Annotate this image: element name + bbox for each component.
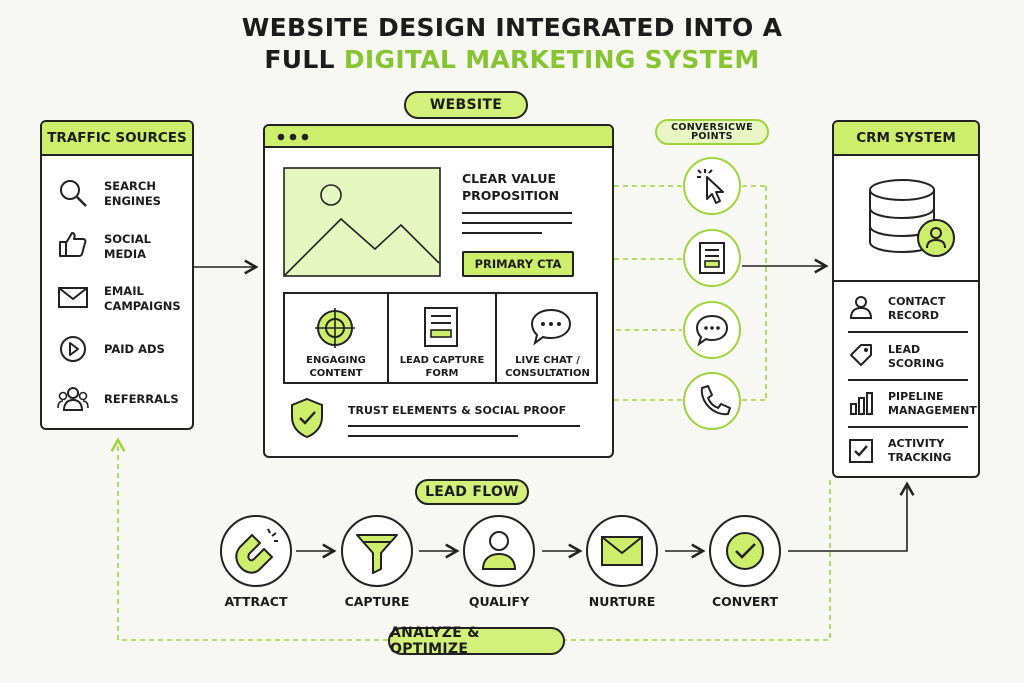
title-plain: FULL: [264, 45, 344, 74]
page-title-line1: WEBSITE DESIGN INTEGRATED INTO A: [241, 13, 783, 42]
source-label-search: SEARCH ENGINES: [104, 179, 161, 208]
stage-label-convert: CONVERT: [711, 594, 779, 609]
check-circle-icon: [726, 532, 764, 570]
traffic-sources-panel: TRAFFIC SOURCES SEARCH ENGINES SOCIAL ME…: [40, 120, 194, 430]
phone-icon: [700, 385, 731, 416]
value-proposition: CLEAR VALUE PROPOSITION: [462, 171, 560, 203]
title-accent: DIGITAL MARKETING SYSTEM: [343, 45, 760, 74]
cursor-click-icon: [697, 169, 724, 204]
shield-icon: [291, 397, 323, 439]
website-panel: CLEAR VALUE PROPOSITION PRIMARY CTA ENGA…: [263, 124, 614, 458]
crm-system-panel: CRM SYSTEM CONTACT RECORD LEAD SCORING P…: [832, 120, 980, 478]
source-item-email[interactable]: [56, 280, 90, 314]
envelope-icon: [58, 287, 88, 308]
crm-label-contact: CONTACT RECORD: [888, 295, 946, 322]
envelope-icon: [601, 536, 643, 566]
feature-label-content: ENGAGING CONTENT: [306, 355, 366, 379]
conversion-points-heading: CONVERSICWE POINTS: [655, 119, 769, 145]
database-icon: [869, 179, 955, 257]
play-icon: [60, 336, 86, 362]
tag-icon: [850, 344, 872, 366]
lead-flow-heading: LEAD FLOW: [415, 479, 529, 505]
people-icon: [57, 387, 89, 411]
person-icon: [849, 296, 873, 319]
source-label-social: SOCIAL MEDIA: [104, 232, 152, 261]
stage-capture[interactable]: [341, 515, 413, 587]
stage-label-qualify: QUALIFY: [468, 594, 530, 609]
stage-attract[interactable]: [220, 515, 292, 587]
crm-system-heading: CRM SYSTEM: [834, 122, 978, 156]
website-heading: WEBSITE: [404, 91, 528, 119]
source-label-referrals: REFERRALS: [104, 392, 179, 406]
dashed-analyze-loop: [110, 437, 831, 641]
primary-cta-button[interactable]: PRIMARY CTA: [462, 251, 574, 277]
thumbs-up-icon: [59, 232, 87, 257]
text-line: [462, 212, 572, 214]
source-item-search[interactable]: [56, 176, 90, 210]
text-line: [348, 435, 518, 437]
crm-label-scoring: LEAD SCORING: [888, 343, 945, 370]
analyze-optimize-label: ANALYZE & OPTIMIZE: [388, 625, 565, 657]
person-icon: [481, 531, 517, 570]
source-item-social[interactable]: [56, 227, 90, 261]
stage-qualify[interactable]: [463, 515, 535, 587]
image-placeholder-icon: [283, 167, 441, 277]
dashed-website-to-conversion: [598, 185, 767, 401]
target-icon: [315, 308, 355, 348]
bar-chart-icon: [850, 392, 873, 415]
text-line: [462, 232, 542, 234]
form-icon: [699, 242, 725, 274]
window-dots-icon: [277, 133, 309, 141]
source-label-email: EMAIL CAMPAIGNS: [104, 284, 181, 313]
stage-label-attract: ATTRACT: [224, 594, 288, 609]
source-label-paid-ads: PAID ADS: [104, 342, 165, 356]
crm-label-activity: ACTIVITY TRACKING: [888, 437, 952, 464]
features-row: ENGAGING CONTENT LEAD CAPTURE FORM LIVE …: [283, 292, 598, 384]
magnet-icon: [235, 528, 278, 574]
funnel-icon: [356, 534, 398, 574]
stage-nurture[interactable]: [586, 515, 658, 587]
conversion-chat[interactable]: [683, 301, 741, 359]
source-item-paid-ads[interactable]: [56, 332, 90, 366]
crm-label-pipeline: PIPELINE MANAGEMENT: [888, 390, 977, 417]
conversion-click[interactable]: [683, 157, 741, 215]
chat-icon: [530, 308, 572, 346]
stage-label-capture: CAPTURE: [344, 594, 410, 609]
browser-titlebar: [265, 126, 612, 148]
traffic-sources-heading: TRAFFIC SOURCES: [42, 122, 192, 156]
feature-label-chat: LIVE CHAT / CONSULTATION: [505, 355, 590, 379]
page-title-line2: FULL DIGITAL MARKETING SYSTEM: [0, 44, 1024, 75]
trust-elements-label: TRUST ELEMENTS & SOCIAL PROOF: [348, 404, 567, 417]
chat-icon: [695, 314, 729, 347]
form-icon: [424, 307, 458, 347]
checkbox-icon: [849, 439, 873, 463]
feature-label-form: LEAD CAPTURE FORM: [399, 355, 485, 379]
stage-label-nurture: NURTURE: [588, 594, 656, 609]
text-line: [462, 222, 572, 224]
conversion-phone[interactable]: [683, 372, 741, 430]
text-line: [348, 425, 580, 427]
conversion-form[interactable]: [683, 229, 741, 287]
stage-convert[interactable]: [709, 515, 781, 587]
source-item-referrals[interactable]: [56, 382, 90, 416]
search-icon: [60, 180, 87, 207]
